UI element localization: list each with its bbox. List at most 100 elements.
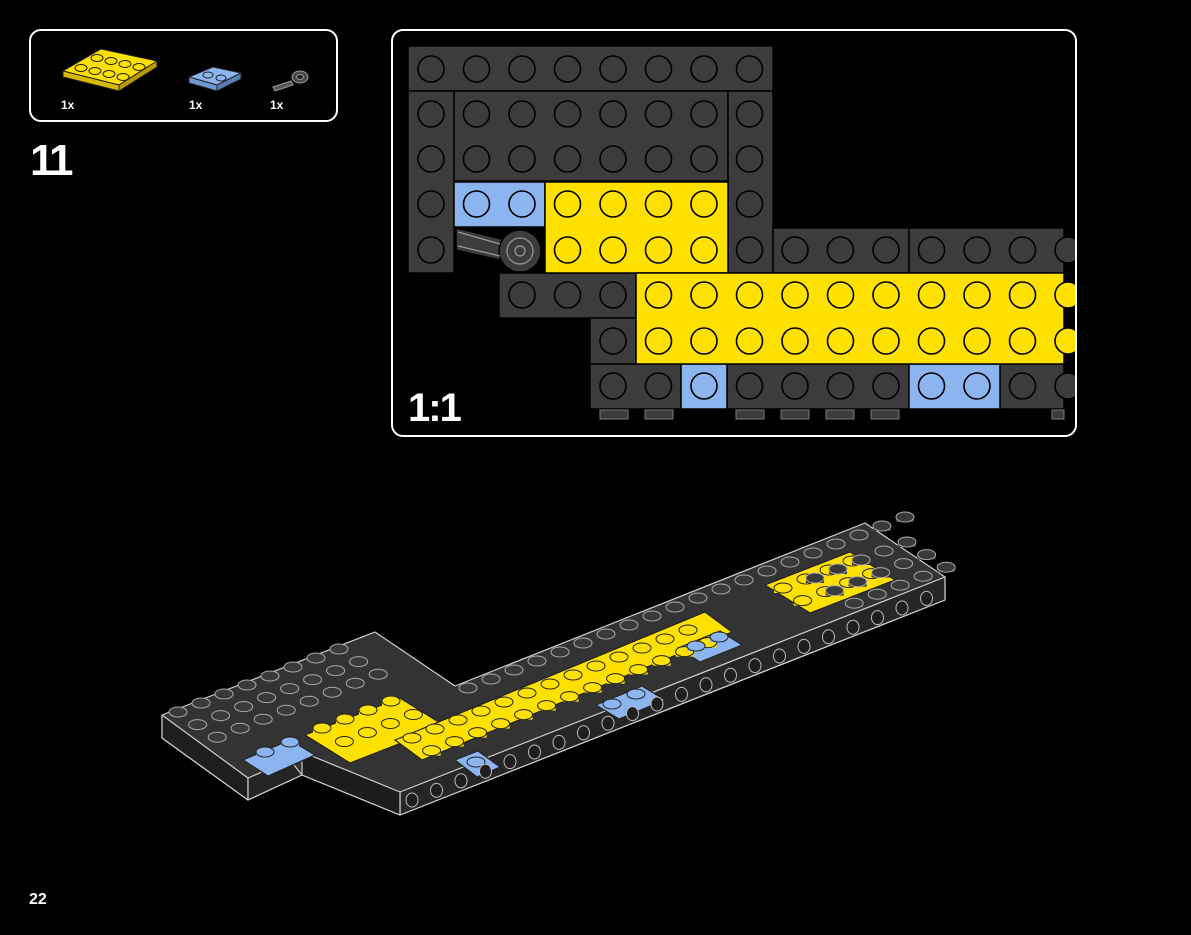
stud: [894, 558, 914, 570]
stud: [803, 547, 823, 559]
clip-qty: 1x: [270, 98, 284, 112]
stud: [312, 722, 332, 734]
stud: [214, 688, 234, 700]
side-stud: [920, 590, 933, 606]
stud: [188, 719, 208, 731]
stud: [709, 631, 729, 643]
stud: [609, 651, 629, 663]
stud: [644, 281, 673, 309]
stud: [358, 704, 378, 716]
stud: [466, 756, 486, 768]
stud: [872, 327, 900, 355]
stud: [644, 327, 673, 355]
stud: [735, 190, 764, 218]
stud: [462, 100, 491, 128]
stud: [445, 736, 465, 748]
stud: [402, 732, 422, 744]
stud: [380, 718, 400, 729]
stud: [665, 601, 685, 613]
stud: [780, 556, 800, 568]
side-stud: [797, 638, 811, 654]
stud: [257, 692, 277, 704]
stud: [690, 55, 718, 83]
stud: [871, 567, 891, 579]
side-stud: [577, 725, 590, 741]
side-stud: [748, 658, 762, 674]
stud: [458, 682, 478, 694]
stud: [690, 145, 718, 173]
scale-label: 1:1: [408, 386, 462, 430]
stud: [553, 190, 582, 218]
stud: [1054, 327, 1075, 355]
stud: [508, 100, 536, 128]
stud: [550, 646, 570, 658]
side-stud: [479, 763, 492, 779]
stud: [508, 281, 536, 309]
stud: [872, 236, 900, 264]
stud: [253, 713, 273, 725]
stud: [644, 372, 673, 400]
stud: [573, 637, 593, 649]
stud: [504, 664, 524, 676]
side-stud: [724, 667, 737, 683]
stud: [1008, 372, 1037, 400]
stud: [632, 642, 652, 654]
stud: [690, 281, 718, 309]
stud: [234, 701, 254, 713]
stud: [191, 697, 211, 709]
stud: [805, 572, 825, 584]
stud: [599, 281, 627, 309]
stud: [826, 281, 855, 309]
stud: [326, 665, 346, 677]
side-stud: [822, 629, 835, 645]
stud: [283, 661, 303, 673]
stud: [303, 674, 323, 686]
stud: [602, 698, 622, 710]
stud: [734, 574, 754, 586]
side-stud: [528, 744, 541, 760]
stud: [690, 327, 718, 355]
side-stud: [430, 782, 443, 798]
stud: [781, 372, 809, 400]
stud: [334, 736, 354, 747]
page-number: 22: [29, 891, 47, 908]
stud: [335, 713, 355, 725]
stud: [417, 100, 445, 128]
stud: [606, 673, 626, 685]
stud: [690, 236, 718, 264]
stud: [425, 723, 445, 735]
stud: [874, 545, 894, 557]
stud: [553, 145, 582, 173]
stud: [644, 236, 673, 264]
stud: [1008, 327, 1037, 355]
stud: [735, 372, 764, 400]
stud: [629, 664, 649, 676]
stud: [735, 55, 764, 83]
side-stud: [503, 754, 517, 770]
stud: [211, 710, 231, 722]
stud: [280, 683, 300, 695]
side-stud: [552, 734, 566, 750]
stud: [897, 536, 917, 548]
stud: [357, 727, 377, 738]
stud: [586, 660, 606, 672]
stud: [462, 190, 491, 218]
stud: [872, 281, 900, 309]
side-stud: [773, 648, 786, 664]
stud: [417, 236, 445, 264]
stud: [481, 673, 501, 685]
stud: [207, 731, 227, 743]
stud: [599, 100, 627, 128]
stud: [781, 327, 809, 355]
stud: [537, 700, 557, 712]
stud: [462, 145, 491, 173]
stud: [711, 583, 731, 595]
stud: [626, 688, 646, 700]
stud: [793, 595, 813, 607]
blue-plate-1x2-icon: [187, 65, 243, 91]
stud: [508, 55, 536, 83]
stud: [757, 565, 777, 577]
stud: [599, 372, 627, 400]
stud: [828, 563, 848, 575]
stud: [1008, 236, 1037, 264]
